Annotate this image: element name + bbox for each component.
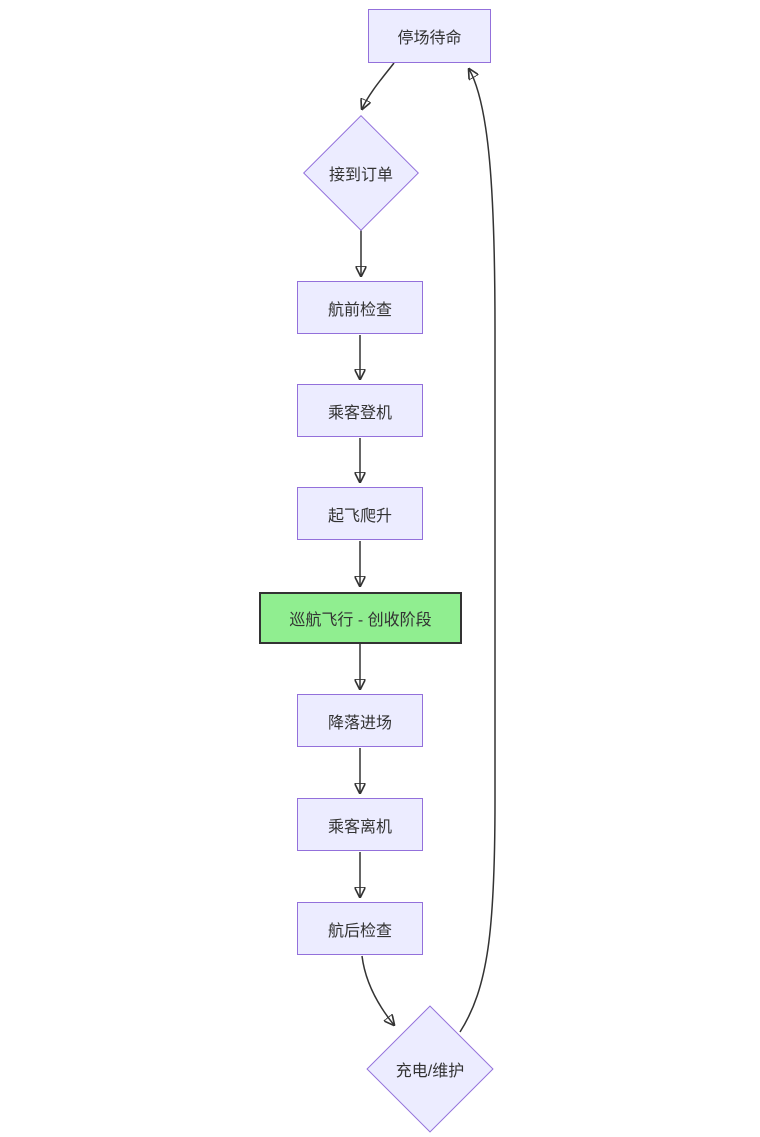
node-cruise-revenue: 巡航飞行 - 创收阶段: [259, 592, 462, 644]
node-charging-maintenance-label: 充电/维护: [395, 1063, 465, 1080]
node-takeoff-climb-label: 起飞爬升: [327, 507, 392, 525]
node-postflight-check-label: 航后检查: [327, 922, 392, 940]
node-order-decision-label: 接到订单: [328, 167, 394, 184]
edge-charge-to-standby-arrow: [459, 69, 496, 1033]
node-takeoff-climb: 起飞爬升: [297, 487, 423, 540]
node-passenger-boarding: 乘客登机: [297, 384, 423, 437]
node-passenger-boarding-label: 乘客登机: [327, 404, 392, 422]
node-postflight-check: 航后检查: [297, 902, 423, 955]
edge-postflight-to-charge-arrow: [361, 955, 394, 1025]
node-landing-approach: 降落进场: [297, 694, 423, 747]
node-standby-label: 停场待命: [397, 30, 462, 47]
node-passenger-deboarding: 乘客离机: [297, 798, 423, 851]
node-order-decision: 接到订单: [303, 115, 419, 231]
node-passenger-deboarding-label: 乘客离机: [327, 818, 392, 836]
node-standby: 停场待命: [368, 9, 491, 63]
edge-standby-to-order-arrow: [362, 62, 395, 109]
node-preflight-check: 航前检查: [297, 281, 423, 334]
node-charging-maintenance-decision: 充电/维护: [366, 1005, 494, 1133]
node-cruise-revenue-label: 巡航飞行 - 创收阶段: [289, 612, 432, 629]
node-preflight-check-label: 航前检查: [327, 301, 392, 319]
node-landing-approach-label: 降落进场: [327, 714, 392, 732]
